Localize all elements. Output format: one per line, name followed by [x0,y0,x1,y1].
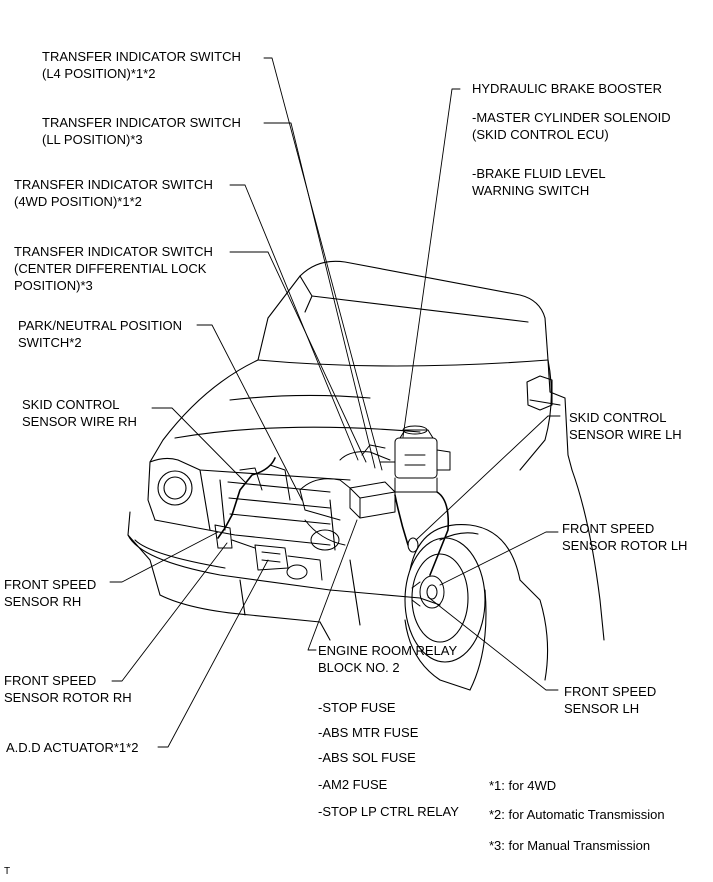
label-line: TRANSFER INDICATOR SWITCH [42,49,241,64]
label-engine-room-relay-block: ENGINE ROOM RELAY BLOCK NO. 2 [318,642,457,676]
label-line: ENGINE ROOM RELAY [318,643,458,658]
label-line: SENSOR ROTOR LH [562,538,688,553]
label-line: SWITCH*2 [18,335,82,350]
footnote-automatic: *2: for Automatic Transmission [489,807,665,822]
corner-mark: T [4,866,11,877]
engine-bay-components [214,425,451,609]
label-transfer-switch-ll: TRANSFER INDICATOR SWITCH (LL POSITION)*… [42,114,241,148]
label-front-speed-sensor-lh: FRONT SPEED SENSOR LH [564,683,656,717]
label-line: TRANSFER INDICATOR SWITCH [14,244,213,259]
label-brake-fluid-level-switch: -BRAKE FLUID LEVEL WARNING SWITCH [472,165,606,199]
label-line: SENSOR WIRE LH [569,427,682,442]
label-line: FRONT SPEED [4,673,97,688]
label-front-speed-rotor-rh: FRONT SPEED SENSOR ROTOR RH [4,672,132,706]
label-line: FRONT SPEED [4,577,97,592]
fuse-item: -ABS MTR FUSE [318,725,419,740]
label-line: FRONT SPEED [562,521,655,536]
label-hydraulic-brake-booster: HYDRAULIC BRAKE BOOSTER [472,80,662,97]
footnote-4wd: *1: for 4WD [489,778,557,793]
label-line: SKID CONTROL [22,397,120,412]
label-front-speed-sensor-rh: FRONT SPEED SENSOR RH [4,576,96,610]
label-line: -BRAKE FLUID LEVEL [472,166,606,181]
label-transfer-switch-l4: TRANSFER INDICATOR SWITCH (L4 POSITION)*… [42,48,241,82]
label-line: POSITION)*3 [14,278,93,293]
label-skid-sensor-wire-lh: SKID CONTROL SENSOR WIRE LH [569,409,682,443]
label-line: SENSOR RH [4,594,82,609]
label-line: (LL POSITION)*3 [42,132,143,147]
label-master-cylinder-solenoid: -MASTER CYLINDER SOLENOID (SKID CONTROL … [472,109,671,143]
label-line: (4WD POSITION)*1*2 [14,194,142,209]
label-line: FRONT SPEED [564,684,657,699]
label-line: TRANSFER INDICATOR SWITCH [42,115,241,130]
label-transfer-switch-center-diff: TRANSFER INDICATOR SWITCH (CENTER DIFFER… [14,243,213,294]
label-line: (CENTER DIFFERENTIAL LOCK [14,261,207,276]
label-line: SENSOR ROTOR RH [4,690,132,705]
label-add-actuator: A.D.D ACTUATOR*1*2 [6,739,138,756]
label-line: (SKID CONTROL ECU) [472,127,609,142]
label-skid-sensor-wire-rh: SKID CONTROL SENSOR WIRE RH [22,396,137,430]
label-line: TRANSFER INDICATOR SWITCH [14,177,213,192]
leader-lines [109,57,561,748]
footnote-manual: *3: for Manual Transmission [489,838,651,853]
label-line: (L4 POSITION)*1*2 [42,66,156,81]
label-line: BLOCK NO. 2 [318,660,400,675]
label-line: A.D.D ACTUATOR*1*2 [6,740,139,755]
label-line: -MASTER CYLINDER SOLENOID [472,110,671,125]
label-transfer-switch-4wd: TRANSFER INDICATOR SWITCH (4WD POSITION)… [14,176,213,210]
fuse-item: -STOP LP CTRL RELAY [318,804,459,819]
label-line: HYDRAULIC BRAKE BOOSTER [472,81,662,96]
label-line: WARNING SWITCH [472,183,590,198]
label-line: SKID CONTROL [569,410,667,425]
label-park-neutral-switch: PARK/NEUTRAL POSITION SWITCH*2 [18,317,182,351]
label-line: SENSOR LH [564,701,640,716]
label-line: PARK/NEUTRAL POSITION [18,318,182,333]
label-line: SENSOR WIRE RH [22,414,137,429]
fuse-item: -AM2 FUSE [318,777,388,792]
label-front-speed-rotor-lh: FRONT SPEED SENSOR ROTOR LH [562,520,687,554]
vehicle-body [127,260,605,691]
fuse-item: -ABS SOL FUSE [318,750,416,765]
fuse-item: -STOP FUSE [318,700,396,715]
